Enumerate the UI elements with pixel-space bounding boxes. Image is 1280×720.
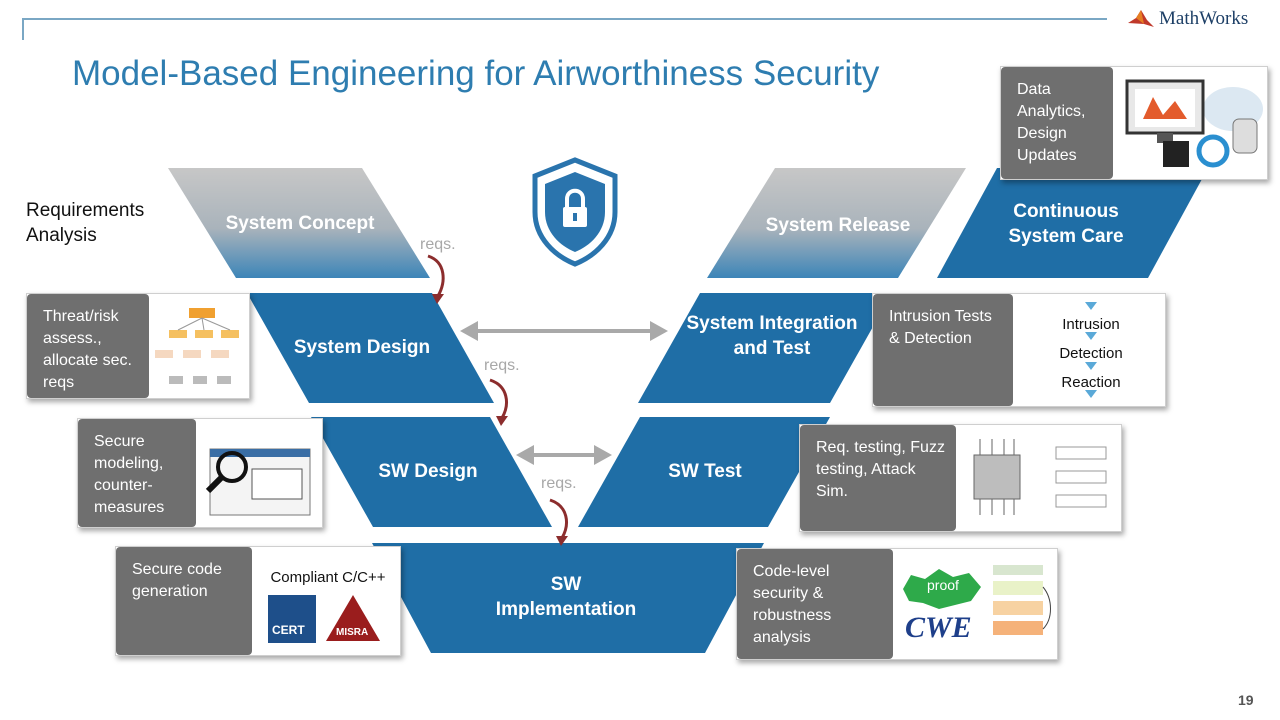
reqs-arrow-2 [489,378,508,419]
reqs-label-2: reqs. [484,357,520,374]
sw-design-shape [311,417,552,527]
cert-logo: CERT [268,595,316,643]
test-harness-image [973,439,1107,515]
page-number: 19 [1238,692,1254,708]
compliant-label: Compliant C/C++ [270,569,386,586]
card-threat-text: Threat/risk assess., allocate sec. reqs [27,294,149,398]
card-data-analytics-text: Data Analytics, Design Updates [1001,67,1113,179]
cert-logo-text: CERT [272,623,305,637]
card-code-level-text: Code-level security & robustness analysi… [737,549,893,659]
card-intrusion: Intrusion Tests & Detection Intrusion De… [872,293,1166,407]
reqs-label-1: reqs. [420,236,456,253]
stage-sw-design: SW Design [378,461,478,482]
reqs-arrow-1 [427,254,445,297]
card-data-analytics: Data Analytics, Design Updates [1000,66,1268,180]
shield-icon [532,157,618,267]
flow-arrows [1085,302,1097,398]
system-design-shape [247,293,494,403]
flow-step-1: Intrusion [1062,316,1120,333]
misra-logo [326,595,380,641]
misra-logo-text: MISRA [336,627,369,638]
system-integration-shape [638,293,892,403]
card-secure-modeling: Secure modeling, counter-measures [77,418,323,528]
card-threat-risk: Threat/risk assess., allocate sec. reqs [26,293,250,399]
sw-implementation-shape [372,543,764,653]
requirements-analysis-label: Requirements Analysis [26,200,145,246]
cwe-logo: CWE [905,611,972,644]
sw-test-shape [578,417,830,527]
reqs-label-3: reqs. [541,475,577,492]
stage-system-concept: System Concept [225,213,375,234]
flow-step-2: Detection [1059,345,1123,362]
card-secure-code-text: Secure code generation [116,547,252,655]
header-rule [22,18,1107,20]
header-rule-tick [22,18,24,40]
threat-diagram-image [155,308,239,384]
card-code-level: Code-level security & robustness analysi… [736,548,1058,660]
stage-sw-implementation: SW Implementation [495,574,637,620]
analytics-image [1125,79,1263,168]
proof-text: proof [927,577,959,593]
card-intrusion-text: Intrusion Tests & Detection [873,294,1013,406]
double-arrow-system [460,321,668,341]
system-release-shape [707,168,966,278]
reqs-arrow-3 [549,498,568,539]
magnifier-screenshot-image [205,448,311,516]
stage-system-release: System Release [765,215,911,236]
stage-system-design: System Design [293,337,431,358]
stage-sw-test: SW Test [668,461,742,482]
mathworks-logo: MathWorks [1127,8,1248,30]
membrane-icon [1128,10,1154,27]
stage-continuous-care: Continuous System Care [1008,201,1124,247]
report-chart-image [993,565,1051,635]
stage-system-integration: System Integration and Test [686,313,858,359]
card-secure-modeling-text: Secure modeling, counter-measures [78,419,196,527]
logo-text: MathWorks [1159,8,1249,29]
page-title: Model-Based Engineering for Airworthines… [72,54,880,93]
card-secure-code: Secure code generation Compliant C/C++ C… [115,546,401,656]
double-arrow-sw [516,445,612,465]
flow-step-3: Reaction [1061,374,1121,391]
continuous-care-shape [937,168,1208,278]
card-req-testing-text: Req. testing, Fuzz testing, Attack Sim. [800,425,956,531]
proof-badge [903,569,981,609]
system-concept-shape [168,168,430,278]
card-req-testing: Req. testing, Fuzz testing, Attack Sim. [799,424,1122,532]
